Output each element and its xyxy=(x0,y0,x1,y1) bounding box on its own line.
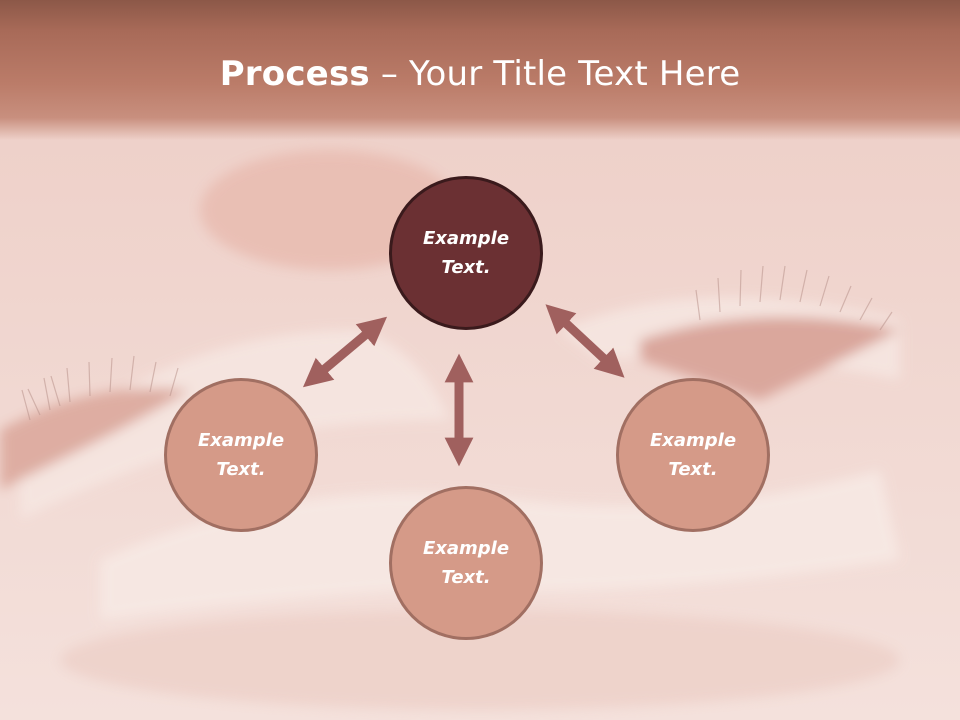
node-left: Example Text. xyxy=(164,378,318,532)
node-right: Example Text. xyxy=(616,378,770,532)
title-bold: Process xyxy=(219,54,370,94)
node-center-label: Example Text. xyxy=(422,228,510,278)
title-rest: – Your Title Text Here xyxy=(369,54,741,94)
arrow-center-right xyxy=(545,304,625,378)
node-bottom: Example Text. xyxy=(389,486,543,640)
title-bar xyxy=(0,0,960,140)
node-left-label: Example Text. xyxy=(197,430,285,480)
node-right-label: Example Text. xyxy=(649,430,737,480)
node-bottom-label: Example Text. xyxy=(422,538,510,588)
slide-title: Process – Your Title Text Here xyxy=(0,54,960,94)
node-center: Example Text. xyxy=(389,176,543,330)
arrow-center-left xyxy=(302,316,388,388)
